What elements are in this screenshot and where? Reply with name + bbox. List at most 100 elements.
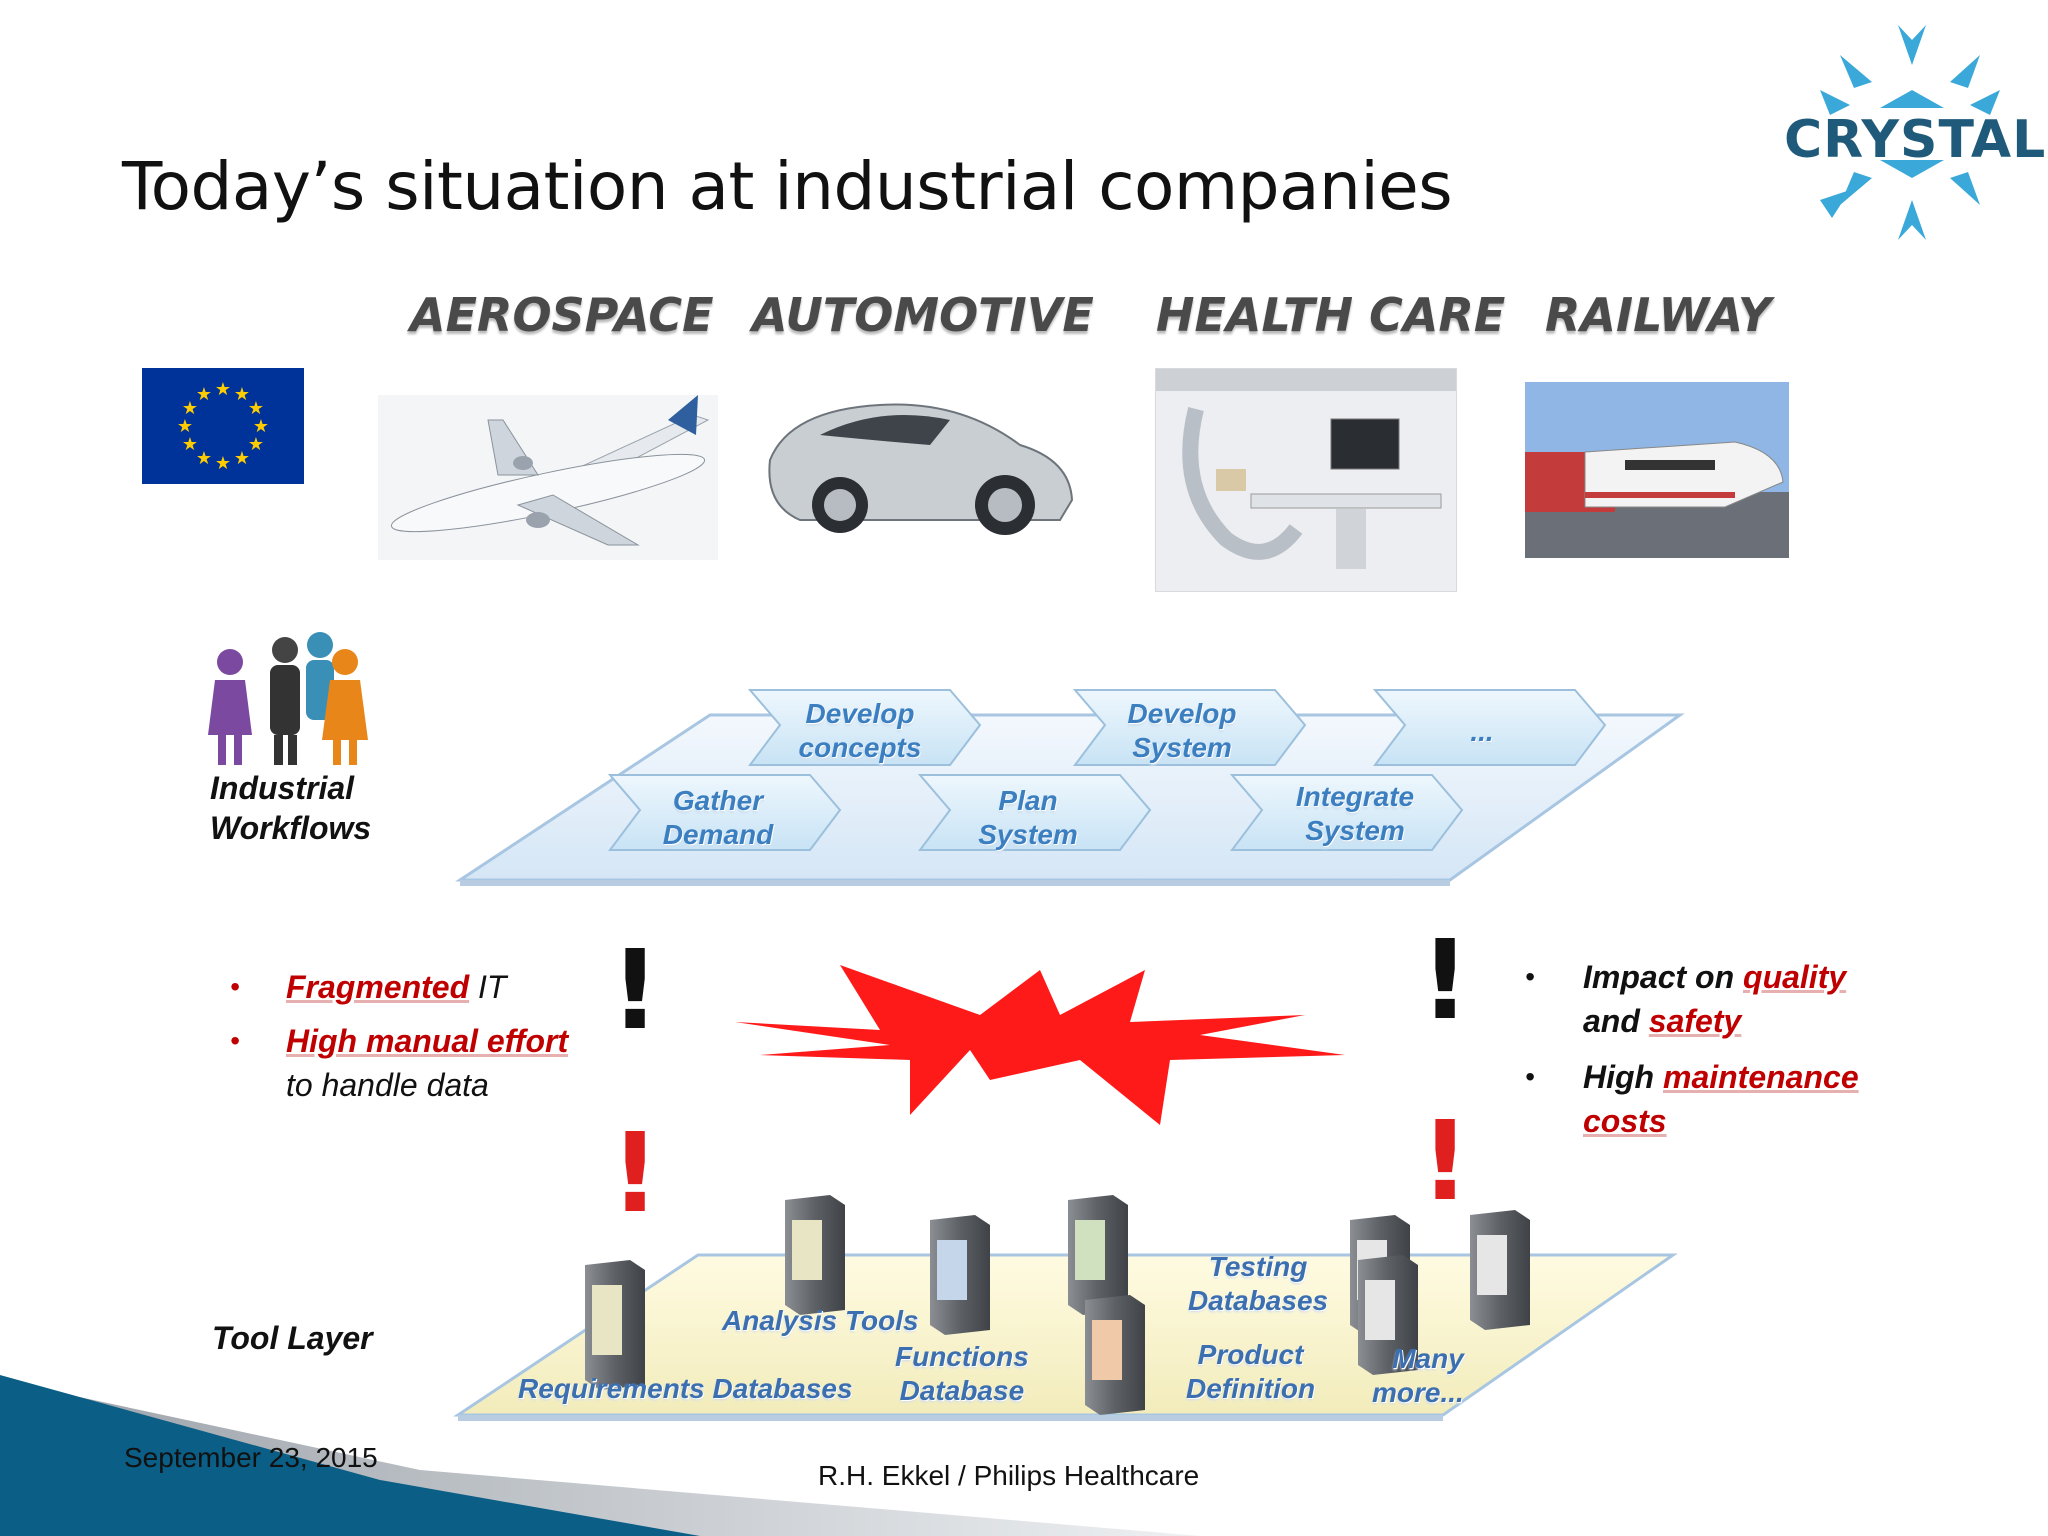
svg-text:★: ★	[196, 448, 212, 469]
tool-many-line1: Many	[1392, 1343, 1464, 1374]
tool-functions-line2: Database	[899, 1375, 1025, 1406]
footer-swoosh-decoration	[0, 1375, 1200, 1536]
step-more: ...	[1382, 715, 1582, 749]
chevron-plan-system	[917, 774, 1152, 851]
svg-text:★: ★	[234, 448, 250, 469]
svg-text:★: ★	[253, 416, 269, 437]
step-integrate-system-line2: System	[1305, 815, 1405, 846]
exclamation-mark-red-right: !	[1420, 1097, 1471, 1225]
chevron-gather-demand	[607, 774, 842, 851]
bullet-manual-effort-emph: High manual effort	[286, 1023, 569, 1059]
bullet-impact-b: quality	[1743, 959, 1847, 995]
server-icons	[585, 1195, 1530, 1415]
svg-text:★: ★	[182, 398, 198, 419]
step-gather-demand-line1: Gather	[672, 785, 764, 816]
page-title: Today’s situation at industrial companie…	[122, 148, 1453, 225]
step-develop-concepts-line1: Develop	[805, 698, 915, 729]
step-develop-system-line1: Develop	[1127, 698, 1237, 729]
industrial-workflows-label-line2: Workflows	[210, 810, 372, 846]
bullet-dot: •	[230, 971, 240, 1002]
tool-product-definition: Product Definition	[1186, 1338, 1315, 1406]
svg-text:★: ★	[196, 384, 212, 405]
server-many-2-icon	[1358, 1255, 1418, 1375]
exclamation-mark-black-left: !	[610, 926, 661, 1054]
chevron-more	[1372, 689, 1607, 766]
svg-text:★: ★	[182, 434, 198, 455]
step-gather-demand: Gather Demand	[618, 784, 818, 852]
exclamation-mark-black-right: !	[1420, 916, 1471, 1044]
bullet-manual-effort: High manual effort to handle data	[286, 1019, 568, 1107]
step-plan-system: Plan System	[928, 784, 1128, 852]
industrial-workflows-label: Industrial Workflows	[210, 768, 371, 848]
crystal-logo: CRYSTAL	[1780, 10, 2045, 260]
bullet-fragmented-rest: IT	[469, 969, 507, 1005]
tool-testing-databases: Testing Databases	[1188, 1250, 1328, 1318]
tool-product-line1: Product	[1197, 1339, 1304, 1370]
bullet-manual-effort-rest: to handle data	[286, 1067, 489, 1103]
step-plan-system-line1: Plan	[998, 785, 1058, 816]
industrial-workflows-label-line1: Industrial	[210, 770, 355, 806]
bullet-dot: •	[1525, 961, 1535, 992]
conflict-burst-icon	[735, 965, 1345, 1125]
tool-many-line2: more...	[1372, 1377, 1464, 1408]
server-analysis-icon	[785, 1195, 845, 1315]
chevron-develop-concepts	[747, 689, 982, 766]
tool-functions-line1: Functions	[895, 1341, 1029, 1372]
sector-heading-automotive: AUTOMOTIVE	[752, 288, 1094, 342]
bullet-fragmented-it: Fragmented IT	[286, 965, 506, 1009]
tool-requirements-databases: Requirements Databases	[518, 1373, 853, 1404]
sector-heading-railway: RAILWAY	[1545, 288, 1772, 342]
step-more-line1: ...	[1470, 716, 1494, 747]
bullet-fragmented-emph: Fragmented	[286, 969, 470, 1005]
bullet-dot: •	[230, 1025, 240, 1056]
bullet-impact: Impact on quality and safety	[1583, 955, 1846, 1043]
step-plan-system-line2: System	[978, 819, 1078, 850]
bullet-maintenance-a: High	[1583, 1059, 1663, 1095]
bullet-maintenance-b: maintenance	[1662, 1059, 1859, 1095]
tool-functions-database: Functions Database	[895, 1340, 1029, 1408]
tool-layer-label: Tool Layer	[212, 1320, 373, 1356]
snowflake-arrows-icon	[1820, 25, 2000, 240]
sports-car-image	[768, 403, 1074, 535]
eu-flag-icon: ★★★ ★★★ ★★★ ★★★	[142, 368, 304, 484]
step-develop-concepts: Develop concepts	[760, 697, 960, 765]
svg-text:★: ★	[248, 434, 264, 455]
exclamation-mark-red-left: !	[610, 1109, 661, 1237]
logo-wordmark: CRYSTAL	[1784, 110, 2047, 170]
sector-heading-health-care: HEALTH CARE	[1156, 288, 1506, 342]
sector-heading-aerospace: AEROSPACE	[410, 288, 714, 342]
bullet-maintenance: High maintenance costs	[1583, 1055, 1859, 1143]
airplane-image	[378, 395, 718, 560]
server-testing-icon	[1068, 1195, 1128, 1315]
tool-many-more: Many more...	[1372, 1342, 1464, 1410]
bullet-impact-a: Impact on	[1583, 959, 1744, 995]
step-develop-system-line2: System	[1132, 732, 1232, 763]
tool-testing-line2: Databases	[1188, 1285, 1329, 1316]
people-group-icon	[208, 632, 368, 765]
step-integrate-system: Integrate System	[1255, 780, 1455, 848]
bullet-maintenance-d: costs	[1583, 1103, 1667, 1139]
tool-product-line2: Definition	[1186, 1373, 1316, 1404]
bullet-dot: •	[1525, 1061, 1535, 1092]
server-many-3-icon	[1470, 1210, 1530, 1330]
step-develop-system: Develop System	[1082, 697, 1282, 765]
server-product-icon	[1085, 1295, 1145, 1415]
chevron-integrate-system	[1229, 774, 1464, 851]
server-functions-icon	[930, 1215, 990, 1335]
step-develop-concepts-line2: concepts	[798, 732, 922, 763]
server-requirements-icon	[585, 1260, 645, 1390]
step-integrate-system-line1: Integrate	[1295, 781, 1415, 812]
high-speed-train-image	[1525, 382, 1789, 558]
svg-text:★: ★	[234, 384, 250, 405]
bullet-impact-c: and	[1583, 1003, 1649, 1039]
step-gather-demand-line2: Demand	[662, 819, 774, 850]
svg-text:★: ★	[215, 379, 231, 400]
svg-text:★: ★	[215, 453, 231, 474]
tool-analysis-tools: Analysis Tools	[722, 1305, 919, 1336]
workflow-platform	[455, 689, 1685, 886]
svg-text:★: ★	[177, 416, 193, 437]
footer-date: September 23, 2015	[124, 1442, 378, 1473]
bullet-impact-d: safety	[1648, 1003, 1742, 1039]
medical-imaging-system-image	[1155, 368, 1457, 592]
svg-text:★: ★	[248, 398, 264, 419]
